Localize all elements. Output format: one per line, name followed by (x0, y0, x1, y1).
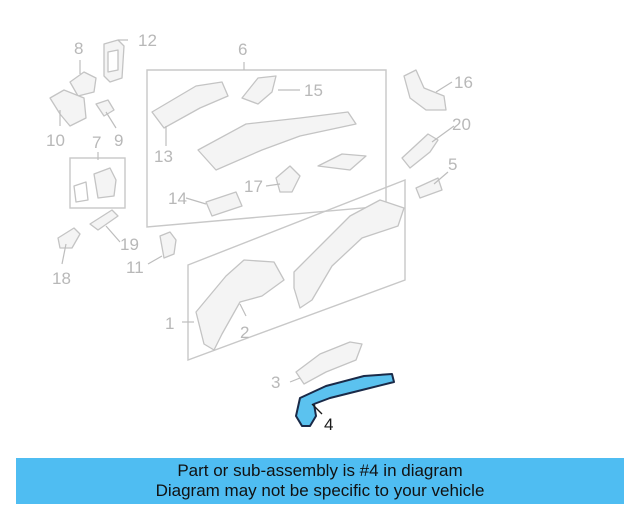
callout-11: 11 (126, 258, 144, 277)
part-16-bracket (403, 69, 447, 111)
callout-20: 20 (452, 115, 471, 134)
part-7-bracket (73, 167, 117, 203)
banner-line-2: Diagram may not be specific to your vehi… (155, 481, 485, 500)
part-2-rail (195, 259, 285, 351)
part-9-bracket (95, 99, 115, 117)
part-12-bracket (103, 39, 125, 83)
callout-18: 18 (52, 269, 71, 288)
callout-5: 5 (448, 155, 457, 174)
part-17-bracket (275, 165, 301, 193)
callout-3: 3 (271, 373, 280, 392)
part-14-bracket (205, 191, 243, 217)
part-13-rail (151, 81, 229, 129)
info-banner: Part or sub-assembly is #4 in diagram Di… (16, 458, 624, 504)
callout-4: 4 (324, 415, 333, 434)
part-15-bracket (241, 75, 277, 105)
callout-16: 16 (454, 73, 473, 92)
callout-19: 19 (120, 235, 139, 254)
group-box-1 (187, 178, 406, 362)
callout-9: 9 (114, 131, 123, 150)
callout-17: 17 (244, 177, 263, 196)
part-19-bracket (89, 209, 119, 231)
callout-6: 6 (238, 40, 247, 59)
callout-7: 7 (92, 133, 101, 152)
part-3-bracket (295, 341, 363, 385)
callout-2: 2 (240, 323, 249, 342)
part-1-member (293, 199, 405, 309)
callout-8: 8 (74, 39, 83, 58)
callout-13: 13 (154, 147, 173, 166)
part-4-highlighted (295, 373, 395, 427)
banner-line-1: Part or sub-assembly is #4 in diagram (177, 461, 463, 480)
parts-diagram: 1 2 3 4 5 6 7 8 9 10 11 12 13 14 15 16 1… (46, 31, 473, 434)
callout-14: 14 (168, 189, 187, 208)
callout-15: 15 (304, 81, 323, 100)
part-18-bracket (57, 227, 81, 249)
part-6-bracket (317, 153, 367, 171)
callout-12: 12 (138, 31, 157, 50)
part-6-member (197, 111, 357, 171)
part-11-bracket (159, 231, 177, 259)
part-20-bracket (401, 133, 439, 169)
callout-10: 10 (46, 131, 65, 150)
part-8-bracket (69, 71, 97, 97)
callout-1: 1 (165, 314, 174, 333)
